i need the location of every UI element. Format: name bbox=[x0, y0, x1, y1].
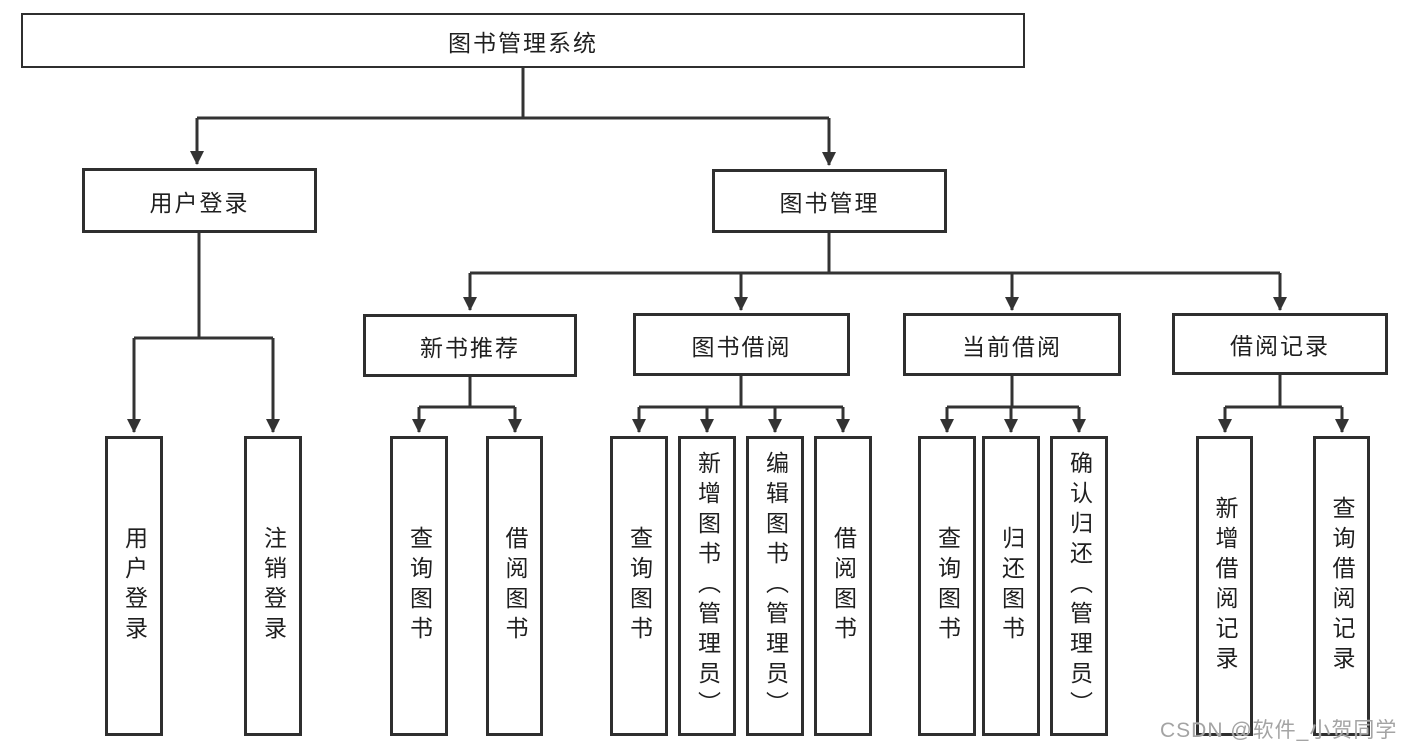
leaf-return-books: 归还图书 bbox=[982, 436, 1040, 736]
leaf-borrow-books-recommend: 借阅图书 bbox=[486, 436, 543, 736]
leaf-confirm-return-admin: 确认归还（管理员） bbox=[1050, 436, 1108, 736]
leaf-query-books-recommend: 查询图书 bbox=[390, 436, 448, 736]
node-new-book-recommend: 新书推荐 bbox=[363, 314, 577, 377]
leaf-query-borrow-record: 查询借阅记录 bbox=[1313, 436, 1370, 736]
leaf-borrow-books: 借阅图书 bbox=[814, 436, 872, 736]
leaf-edit-books-admin: 编辑图书（管理员） bbox=[746, 436, 804, 736]
leaf-logout: 注销登录 bbox=[244, 436, 302, 736]
leaf-add-books-admin: 新增图书（管理员） bbox=[678, 436, 736, 736]
leaf-query-books-current: 查询图书 bbox=[918, 436, 976, 736]
node-current-borrow: 当前借阅 bbox=[903, 313, 1121, 376]
leaf-add-borrow-record: 新增借阅记录 bbox=[1196, 436, 1253, 736]
csdn-watermark: CSDN @软件_小贺同学 bbox=[1160, 719, 1398, 742]
node-book-management: 图书管理 bbox=[712, 169, 947, 233]
leaf-user-login: 用户登录 bbox=[105, 436, 163, 736]
node-borrow-records: 借阅记录 bbox=[1172, 313, 1388, 375]
node-root-system: 图书管理系统 bbox=[21, 13, 1025, 68]
node-book-borrow: 图书借阅 bbox=[633, 313, 850, 376]
node-user-login: 用户登录 bbox=[82, 168, 317, 233]
leaf-query-books-borrow: 查询图书 bbox=[610, 436, 668, 736]
